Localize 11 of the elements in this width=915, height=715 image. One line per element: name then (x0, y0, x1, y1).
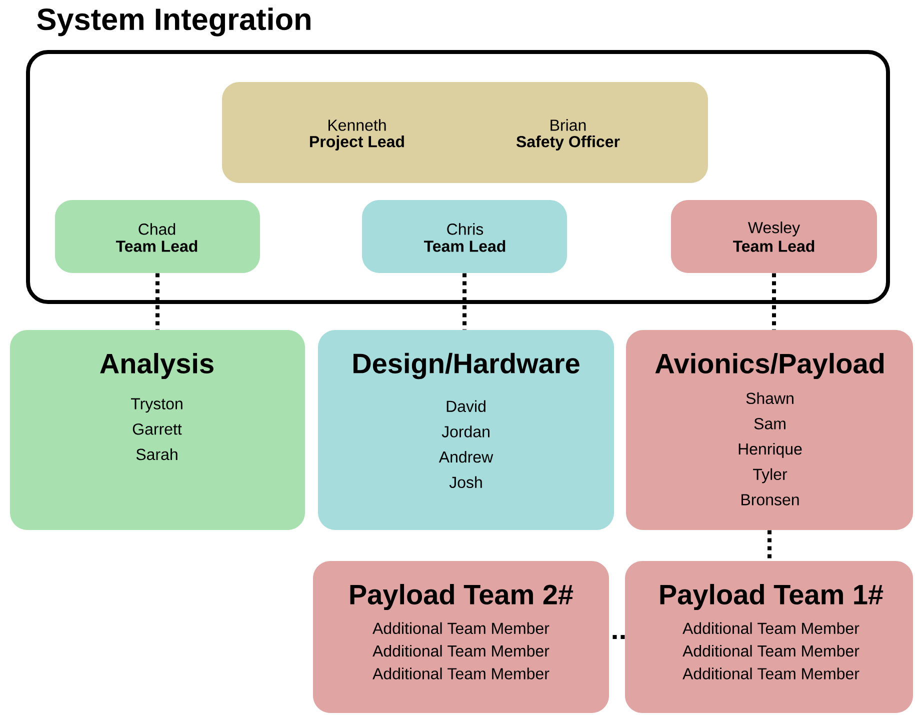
lead-box: Chris Team Lead (362, 200, 567, 274)
lead-box: Chad Team Lead (55, 200, 260, 274)
team-box: Design/Hardware David Jordan Andrew Josh (318, 330, 614, 530)
node-label: System Integration (37, 8, 310, 36)
team-box: Analysis Tryston Garrett Sarah (10, 330, 305, 530)
subteam-box: Payload Team 2# Additional Team Member Additional Team Member Additional Team Member (313, 561, 609, 713)
team-box: Avionics/Payload Shawn Sam Henrique Tyler Bronsen (626, 330, 913, 530)
lead-box: Wesley Team Lead (671, 200, 877, 274)
leads-box: Kenneth Project Lead Brian Safety Officer (222, 82, 708, 183)
dotted-connector (768, 530, 772, 561)
subteam-box: Payload Team 1# Additional Team Member Additional Team Member Additional Team Member (625, 561, 913, 713)
